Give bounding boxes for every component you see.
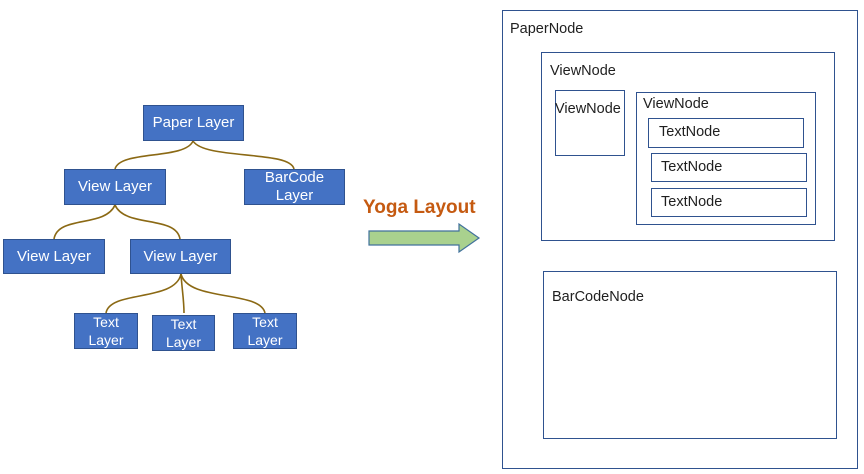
yoga-layout-label: Yoga Layout <box>363 197 476 218</box>
text-node-3-box <box>651 188 807 217</box>
barcode-node-box <box>543 271 837 439</box>
edge-paper-view <box>114 140 194 170</box>
paper-layer: Paper Layer <box>143 105 244 141</box>
edge-viewright-text3 <box>180 273 266 314</box>
edge-view-viewright <box>114 204 181 240</box>
view-node-left-label: ViewNode <box>555 101 621 117</box>
text-node-2-box <box>651 153 807 182</box>
edge-viewright-text1 <box>105 273 182 314</box>
text-node-2-label: TextNode <box>661 159 723 175</box>
text-node-1-box <box>648 118 804 148</box>
text-layer-1: Text Layer <box>74 313 138 349</box>
view-node-left-box <box>555 90 625 156</box>
view-node-outer-box <box>541 52 835 241</box>
edge-viewright-text2 <box>180 273 185 314</box>
barcode-node-label: BarCodeNode <box>552 289 644 305</box>
view-node-outer-label: ViewNode <box>550 63 616 79</box>
right-arrow-icon <box>368 222 481 254</box>
edge-view-viewleft <box>53 204 116 240</box>
view-layer-right: View Layer <box>130 239 231 274</box>
paper-node-label: PaperNode <box>510 21 584 37</box>
paper-node-box <box>502 10 858 469</box>
view-layer-top: View Layer <box>64 169 166 205</box>
view-node-right-label: ViewNode <box>643 96 709 112</box>
text-node-1-label: TextNode <box>659 124 721 140</box>
view-node-right-box <box>636 92 816 225</box>
text-node-3-label: TextNode <box>661 194 723 210</box>
barcode-layer: BarCode Layer <box>244 169 345 205</box>
text-layer-2: Text Layer <box>152 315 215 351</box>
edge-paper-barcode <box>192 140 295 170</box>
text-layer-3: Text Layer <box>233 313 297 349</box>
view-layer-left: View Layer <box>3 239 105 274</box>
